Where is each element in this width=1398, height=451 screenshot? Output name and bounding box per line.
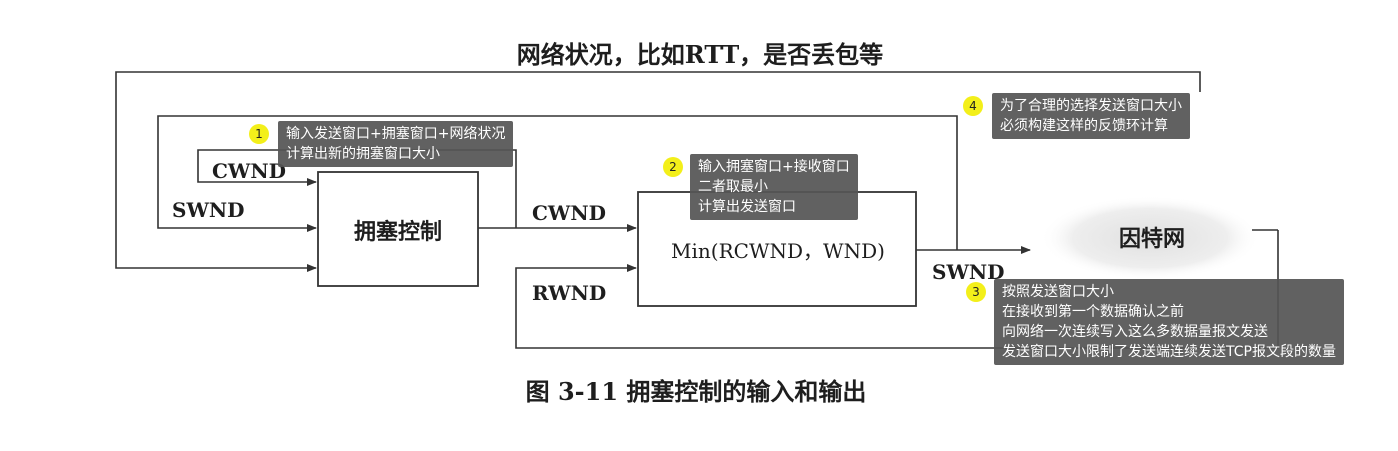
- annotation-1-badge[interactable]: 1: [249, 124, 269, 144]
- network-status-loop: [115, 71, 1201, 272]
- annotation-3-line: 发送窗口大小限制了发送端连续发送TCP报文段的数量: [1002, 344, 1336, 360]
- figure-caption: 图 3-11 拥塞控制的输入和输出: [526, 377, 867, 406]
- annotation-1-line: 计算出新的拥塞窗口大小: [286, 146, 440, 162]
- top-label: 网络状况，比如RTT，是否丢包等: [517, 40, 883, 69]
- annotation-3-badge[interactable]: 3: [966, 282, 986, 302]
- annotation-3-line: 在接收到第一个数据确认之前: [1002, 304, 1184, 320]
- annotation-1-tooltip: 输入发送窗口+拥塞窗口+网络状况 计算出新的拥塞窗口大小: [278, 121, 514, 167]
- annotation-2-line: 计算出发送窗口: [698, 199, 796, 215]
- swnd-in-label: SWND: [172, 198, 245, 222]
- min-box-label: Min(RCWND，WND): [671, 239, 885, 263]
- congestion-control-box: [317, 171, 479, 287]
- annotation-2-line: 输入拥塞窗口+接收窗口: [698, 159, 850, 175]
- annotation-3-line: 向网络一次连续写入这么多数据量报文发送: [1002, 324, 1268, 340]
- swnd-feedback-loop: [157, 115, 958, 250]
- annotation-1-line: 输入发送窗口+拥塞窗口+网络状况: [286, 126, 506, 142]
- rwnd-label: RWND: [532, 281, 606, 305]
- internet-label: 因特网: [1119, 226, 1185, 252]
- swnd-out-label: SWND: [932, 260, 1005, 284]
- annotation-4-line: 为了合理的选择发送窗口大小: [1000, 98, 1182, 114]
- congestion-control-label: 拥塞控制: [354, 219, 442, 245]
- annotation-4-tooltip: 为了合理的选择发送窗口大小 必须构建这样的反馈环计算: [992, 93, 1190, 139]
- cwnd-in-label: CWND: [212, 159, 286, 183]
- annotation-3-tooltip: 按照发送窗口大小 在接收到第一个数据确认之前 向网络一次连续写入这么多数据量报文…: [994, 279, 1344, 365]
- annotation-2-line: 二者取最小: [698, 179, 768, 195]
- annotation-2-badge[interactable]: 2: [663, 157, 683, 177]
- cwnd-out-label: CWND: [532, 201, 606, 225]
- annotation-3-line: 按照发送窗口大小: [1002, 284, 1114, 300]
- annotation-2-tooltip: 输入拥塞窗口+接收窗口 二者取最小 计算出发送窗口: [690, 154, 858, 220]
- annotation-4-line: 必须构建这样的反馈环计算: [1000, 118, 1168, 134]
- cwnd-feedback-loop: [197, 149, 517, 228]
- annotation-4-badge[interactable]: 4: [963, 96, 983, 116]
- internet-cloud: [1040, 196, 1260, 280]
